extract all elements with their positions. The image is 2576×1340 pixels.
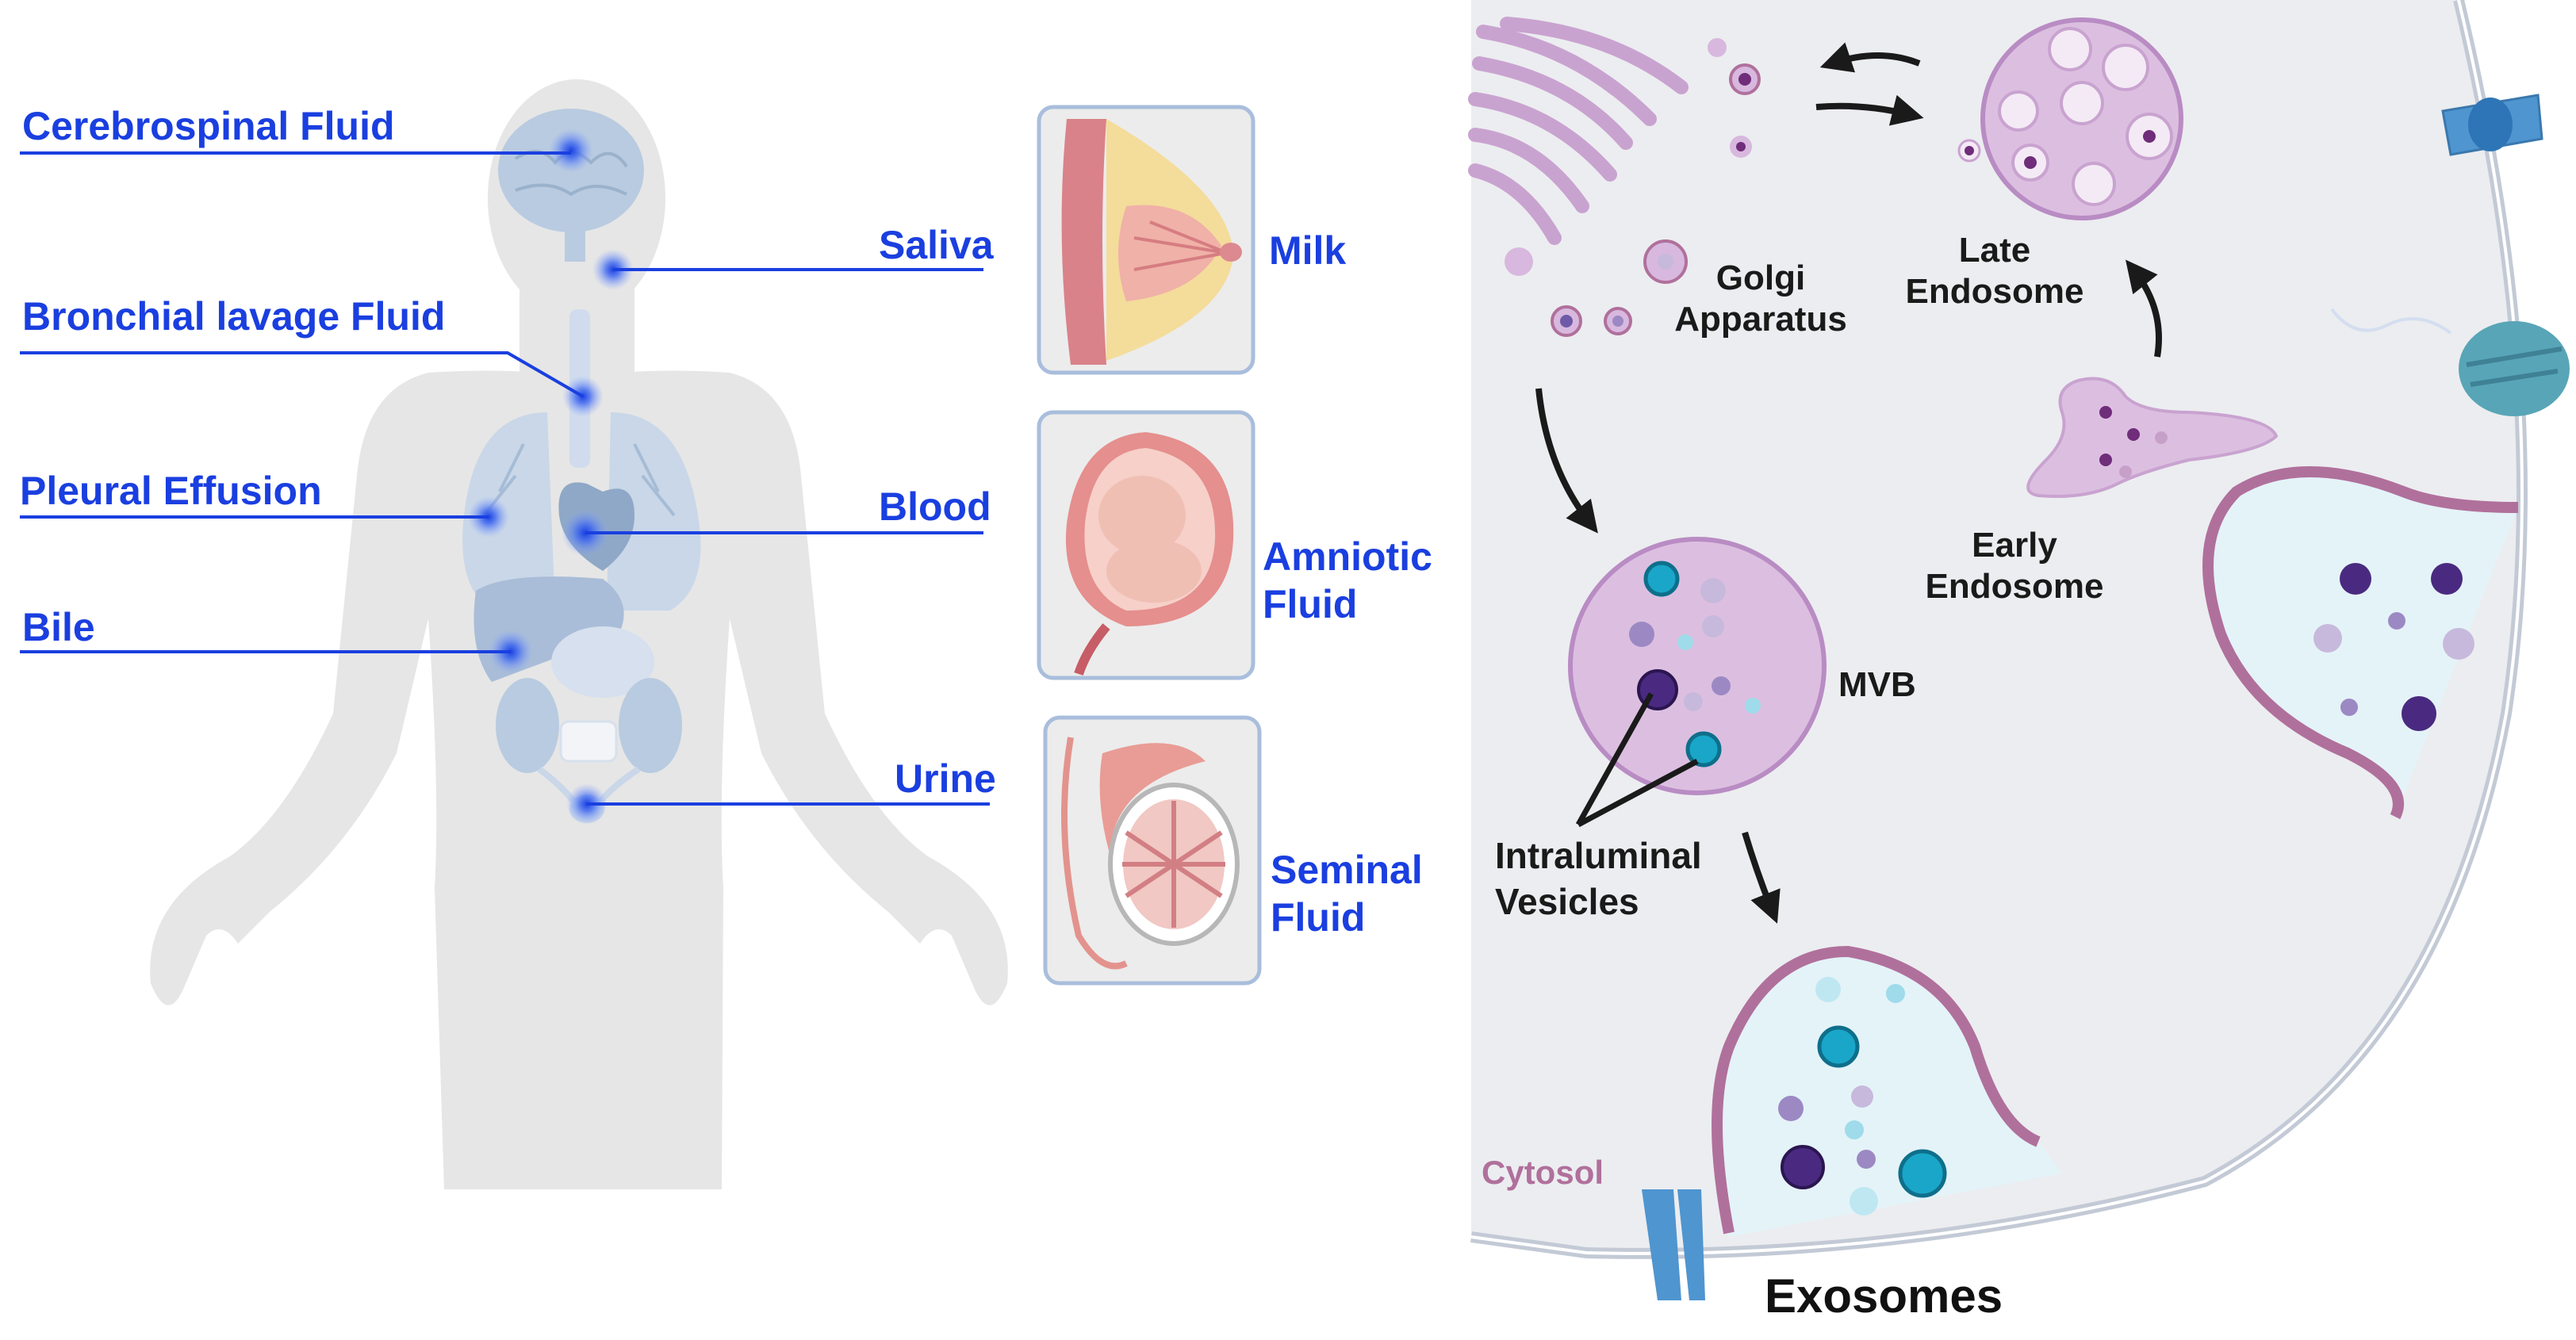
golgi-apparatus	[1468, 17, 1689, 245]
label-milk: Milk	[1269, 228, 1347, 273]
label-cytosol: Cytosol	[1482, 1154, 1604, 1191]
multivesicular-body	[1568, 537, 1827, 795]
label-exosomes: Exosomes	[1765, 1269, 2003, 1323]
milk-inset	[1037, 105, 1255, 375]
arrow-early-to-late	[2126, 259, 2162, 358]
early-endosome	[2026, 377, 2279, 498]
label-bronchial-lavage-fluid: Bronchial lavage Fluid	[22, 294, 446, 339]
cell-panel	[1468, 0, 2570, 1300]
label-early-endosome: Early Endosome	[1925, 526, 2104, 606]
seminal-inset	[1043, 715, 1262, 986]
label-cerebrospinal-fluid: Cerebrospinal Fluid	[22, 104, 395, 148]
pointer-lines	[20, 151, 990, 806]
label-pleural-effusion: Pleural Effusion	[20, 469, 322, 513]
marker-brain	[549, 128, 593, 173]
sample-site-markers	[468, 128, 634, 825]
arrow-to-golgi	[1819, 42, 1921, 73]
label-urine: Urine	[895, 756, 996, 801]
label-golgi-apparatus: Golgi Apparatus	[1674, 258, 1847, 339]
label-saliva: Saliva	[879, 223, 994, 267]
label-late-endosome: Late Endosome	[1905, 231, 2084, 311]
arrow-mvb-to-exosome	[1742, 831, 1781, 924]
label-intraluminal-vesicles: Intraluminal Vesicles	[1495, 835, 1702, 922]
label-amniotic-fluid: Amniotic Fluid	[1263, 534, 1432, 626]
late-endosome	[1957, 17, 2183, 220]
pathway-arrows	[1535, 42, 2162, 924]
label-bile: Bile	[22, 605, 95, 649]
arrow-to-late-endosome	[1815, 94, 1924, 126]
label-seminal-fluid: Seminal Fluid	[1271, 848, 1423, 940]
label-mvb: MVB	[1838, 665, 1916, 704]
membrane-protein-channels	[1642, 94, 2570, 1300]
vesicle-pointer-lines	[1575, 692, 1699, 828]
amniotic-inset	[1037, 410, 1255, 680]
label-blood: Blood	[879, 484, 991, 529]
arrow-golgi-to-mvb	[1535, 388, 1598, 534]
